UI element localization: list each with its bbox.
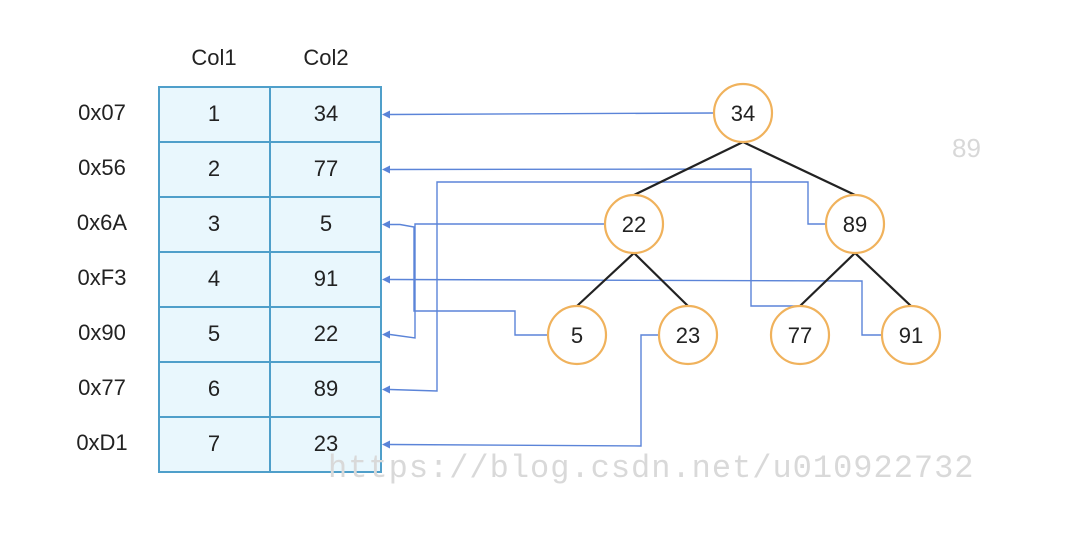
pointer-arrow-34 [382, 110, 390, 119]
cell-col2-3: 91 [313, 266, 339, 291]
cell-col2-1: 77 [313, 156, 339, 181]
address-3: 0xF3 [77, 265, 127, 290]
tree-node-label-91: 91 [899, 323, 923, 348]
tree-node-label-23: 23 [676, 323, 700, 348]
tree-node-label-34: 34 [731, 101, 755, 126]
address-1: 0x56 [78, 155, 126, 180]
address-6: 0xD1 [76, 430, 128, 455]
tree-node-22 [603, 193, 665, 255]
col2-header: Col2 [303, 45, 349, 70]
pointer-arrow-22 [382, 330, 390, 339]
tree-node-label-89: 89 [843, 212, 867, 237]
tree-edge-34-89 [742, 141, 856, 196]
tree-node-34 [712, 82, 774, 144]
address-5: 0x77 [78, 375, 126, 400]
tree-edge-89-77 [799, 252, 856, 307]
cell-col2-4: 22 [313, 321, 339, 346]
pointer-line-23 [389, 334, 661, 447]
cell-col1-4: 5 [207, 321, 221, 346]
tree-node-label-22: 22 [622, 212, 646, 237]
tree-node-label-5: 5 [571, 323, 583, 348]
cell-col1-3: 4 [207, 266, 221, 291]
cell-col2-2: 5 [319, 211, 333, 236]
cell-col1-2: 3 [207, 211, 221, 236]
pointer-line-34 [389, 112, 715, 116]
pointer-line-5 [390, 223, 548, 336]
pointer-arrow-89 [382, 385, 390, 394]
pointer-arrow-91 [382, 275, 390, 284]
pointer-line-89 [389, 181, 826, 392]
cell-col1-6: 7 [207, 431, 221, 456]
tree-node-5 [546, 304, 608, 366]
address-0: 0x07 [78, 100, 126, 125]
cell-col1-0: 1 [207, 101, 221, 126]
tree-node-77 [769, 304, 831, 366]
tree-node-91 [880, 304, 942, 366]
tree-edge-22-5 [576, 252, 635, 307]
tree-node-label-77: 77 [788, 323, 812, 348]
tree-edge-22-23 [633, 252, 689, 307]
pointer-arrow-23 [382, 440, 390, 449]
cell-col1-5: 6 [207, 376, 221, 401]
tree-edge-89-91 [854, 252, 912, 307]
table-grid [158, 86, 382, 473]
side-label: 89 [952, 133, 981, 163]
tree-node-89 [824, 193, 886, 255]
cell-col1-1: 2 [207, 156, 221, 181]
pointer-lines [382, 110, 882, 449]
pointer-line-22 [389, 223, 605, 339]
tree-edge-34-22 [633, 141, 744, 196]
tree-nodes: 34 22 89 5 23 77 91 [546, 82, 942, 366]
col1-header: Col1 [191, 45, 237, 70]
pointer-line-77 [389, 168, 800, 307]
pointer-arrow-77 [382, 165, 390, 174]
address-4: 0x90 [78, 320, 126, 345]
watermark: https://blog.csdn.net/u010922732 [328, 450, 975, 487]
pointer-arrow-5 [382, 220, 390, 229]
cell-col2-0: 34 [313, 101, 339, 126]
tree-edges [576, 141, 912, 307]
cell-col2-5: 89 [313, 376, 339, 401]
pointer-line-91 [389, 278, 882, 336]
cell-col2-6: 23 [313, 431, 339, 456]
tree-node-23 [657, 304, 719, 366]
address-2: 0x6A [76, 210, 128, 235]
